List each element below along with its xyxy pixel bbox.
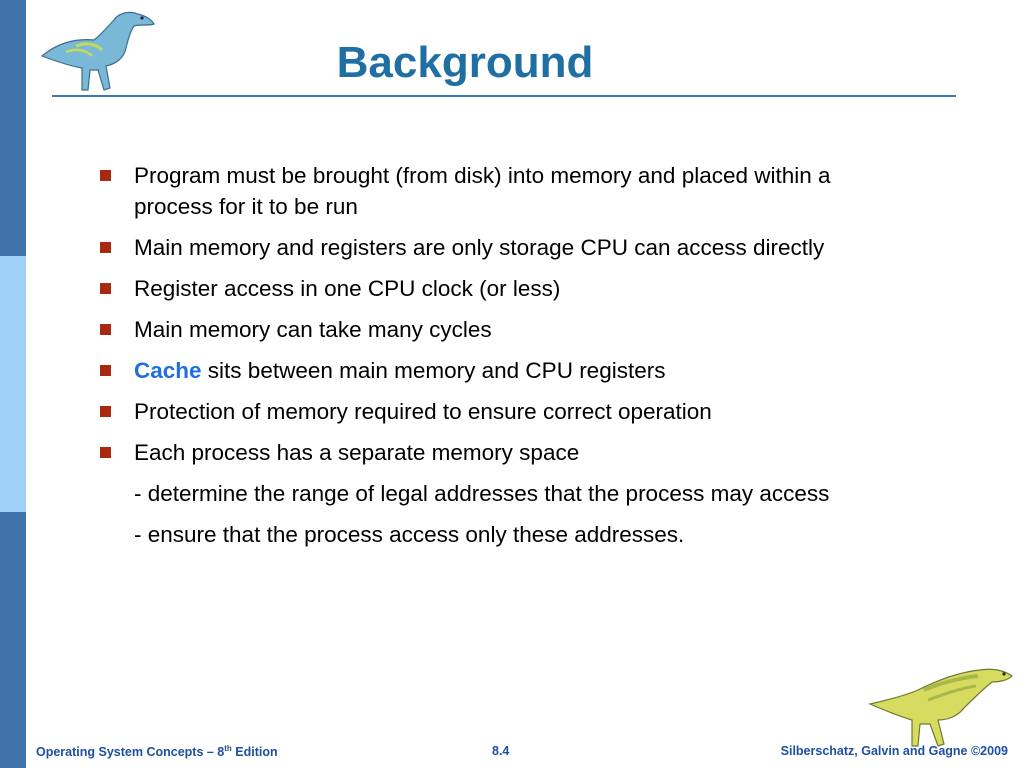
bullet-text: Protection of memory required to ensure …: [134, 399, 712, 424]
bullet-list: Program must be brought (from disk) into…: [96, 160, 876, 560]
slide-title: Background: [336, 38, 594, 87]
bullet-item: Protection of memory required to ensure …: [96, 396, 876, 427]
bullet-item: Each process has a separate memory space: [96, 437, 876, 468]
dinosaur-icon: [40, 11, 155, 91]
bullet-text: Main memory can take many cycles: [134, 317, 492, 342]
bullet-item: Cache sits between main memory and CPU r…: [96, 355, 876, 386]
left-bar-top-segment: [0, 0, 26, 256]
bullet-item: Program must be brought (from disk) into…: [96, 160, 876, 222]
bullet-text: Program must be brought (from disk) into…: [134, 163, 831, 219]
cache-highlight: Cache: [134, 358, 202, 383]
left-color-bar: [0, 0, 26, 768]
bullet-text: Each process has a separate memory space: [134, 440, 580, 465]
left-bar-bottom-segment: [0, 512, 26, 768]
square-bullet-icon: [100, 283, 111, 294]
sub-line: - determine the range of legal addresses…: [134, 481, 830, 506]
title-divider: [52, 95, 956, 97]
square-bullet-icon: [100, 447, 111, 458]
footer-title-prefix: Operating System Concepts – 8: [36, 745, 225, 760]
footer-book-title: Operating System Concepts – 8th Edition: [36, 744, 278, 759]
sub-line: - ensure that the process access only th…: [134, 522, 685, 547]
footer-title-sup: th: [224, 744, 232, 753]
bullet-text: Main memory and registers are only stora…: [134, 235, 825, 260]
left-bar-middle-segment: [0, 256, 26, 512]
square-bullet-icon: [100, 324, 111, 335]
square-bullet-icon: [100, 242, 111, 253]
dinosaur-icon: [868, 668, 1013, 747]
bullet-item: Main memory and registers are only stora…: [96, 232, 876, 263]
bullet-text: Register access in one CPU clock (or les…: [134, 276, 561, 301]
footer-authors: Silberschatz, Galvin and Gagne ©2009: [780, 744, 1008, 758]
square-bullet-icon: [100, 406, 111, 417]
page-number: 8.4: [492, 744, 510, 758]
square-bullet-icon: [100, 170, 111, 181]
footer-title-suffix: Edition: [231, 745, 278, 760]
bullet-item: Register access in one CPU clock (or les…: [96, 273, 876, 304]
bullet-text: sits between main memory and CPU registe…: [201, 358, 666, 383]
bullet-item: Main memory can take many cycles: [96, 314, 876, 345]
square-bullet-icon: [100, 365, 111, 376]
